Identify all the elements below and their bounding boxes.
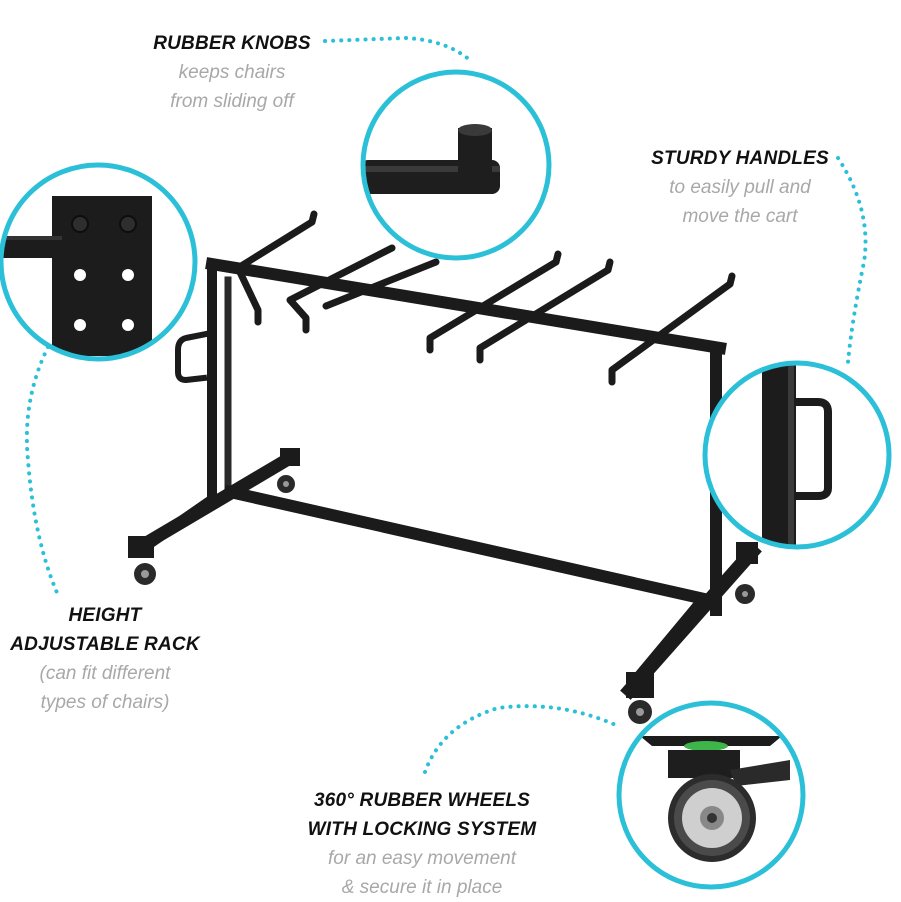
callout-rubber-knobs: RUBBER KNOBS keeps chairs from sliding o…: [142, 29, 322, 116]
callout-sturdy-handles-line-2: move the cart: [682, 206, 798, 227]
leader-rubber-knobs: [323, 35, 474, 64]
zoom-locking-wheel: [616, 700, 806, 890]
zoom-mounting-plate: [0, 162, 198, 362]
leader-wheels: [423, 704, 620, 774]
callout-height-adjustable-line-2: types of chairs): [40, 692, 170, 713]
callout-rubber-knobs-line-2: from sliding off: [170, 91, 294, 112]
chair-arms: [234, 210, 736, 386]
callout-height-adjustable: HEIGHT ADJUSTABLE RACK (can fit differen…: [0, 601, 210, 717]
callout-height-adjustable-heading-2: ADJUSTABLE RACK: [10, 634, 200, 655]
callout-sturdy-handles: STURDY HANDLES to easily pull and move t…: [634, 144, 846, 231]
callout-wheels-heading-2: WITH LOCKING SYSTEM: [307, 819, 537, 840]
callout-wheels-line-2: & secure it in place: [341, 877, 503, 898]
callout-wheels-line-1: for an easy movement: [328, 848, 516, 869]
callout-wheels: 360° RUBBER WHEELS WITH LOCKING SYSTEM f…: [290, 786, 554, 902]
callout-rubber-knobs-heading: RUBBER KNOBS: [153, 33, 311, 54]
zoom-sturdy-handle: [702, 360, 892, 550]
zoom-rubber-knobs: [360, 69, 552, 261]
callout-height-adjustable-line-1: (can fit different: [39, 663, 171, 684]
callout-sturdy-handles-line-1: to easily pull and: [669, 177, 811, 198]
casters: [134, 475, 755, 724]
callout-rubber-knobs-line-1: keeps chairs: [178, 62, 286, 83]
callout-sturdy-handles-heading: STURDY HANDLES: [651, 148, 829, 169]
leader-lines: [24, 35, 868, 774]
callout-height-adjustable-heading-1: HEIGHT: [68, 605, 142, 626]
leader-height-adjustable: [24, 345, 60, 597]
callout-wheels-heading-1: 360° RUBBER WHEELS: [313, 790, 530, 811]
